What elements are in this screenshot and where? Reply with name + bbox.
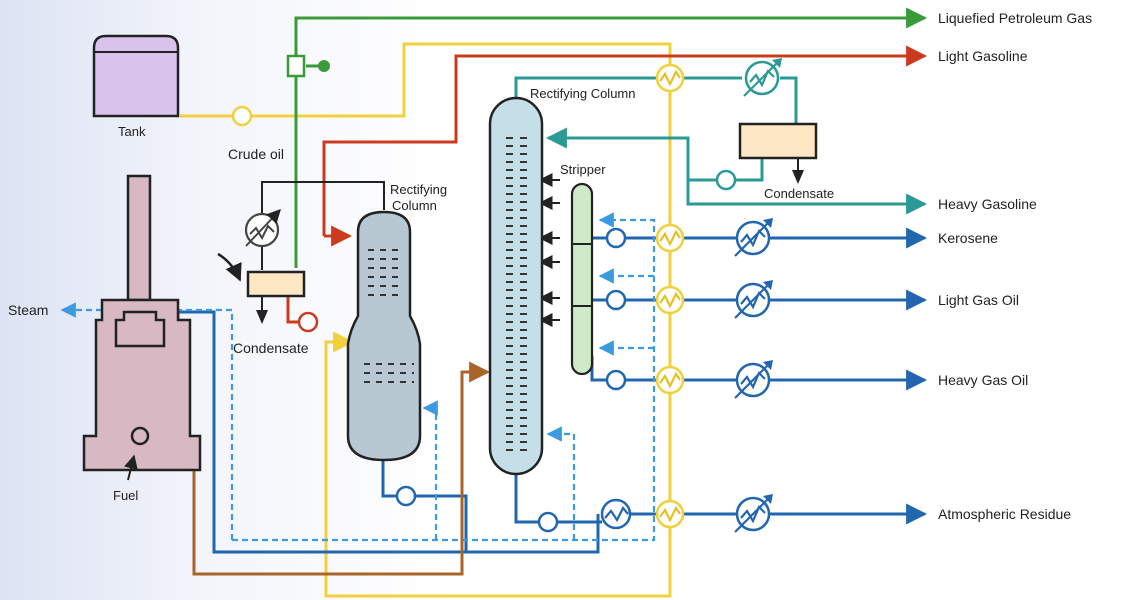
product-label-heavy-gasoline: Heavy Gasoline — [938, 196, 1037, 212]
pre-flash-label-1: Rectifying — [390, 182, 447, 197]
steam-label: Steam — [8, 302, 48, 318]
pump-icon — [715, 169, 737, 191]
pump-icon — [231, 105, 253, 127]
cooler-icon — [734, 280, 773, 319]
crude-oil-label: Crude oil — [228, 146, 284, 162]
heat-exchanger-icon — [655, 223, 685, 253]
condensate-left-label: Condensate — [233, 340, 309, 356]
transfer-line — [192, 361, 491, 576]
pressure-valve — [286, 54, 330, 78]
main-column — [488, 96, 544, 476]
heat-exchanger-icon — [655, 499, 685, 529]
crude-tank — [92, 34, 180, 118]
heat-exchanger-icon — [655, 365, 685, 395]
stripper-label: Stripper — [560, 162, 606, 177]
pump-icon — [395, 485, 417, 507]
pumps — [231, 105, 737, 533]
overhead-drum-right — [738, 122, 818, 184]
product-label-light-gas-oil: Light Gas Oil — [938, 292, 1019, 308]
heat-exchanger-icon — [655, 63, 685, 93]
pump-icon — [537, 511, 559, 533]
pump-icon — [297, 311, 319, 333]
feed-arrow — [217, 252, 242, 282]
pump-icon — [605, 289, 627, 311]
pump-icon — [605, 369, 627, 391]
crude-preheat-exchangers — [655, 63, 685, 529]
heavy-gasoline-pipe — [514, 76, 928, 215]
stripper-return-arrows — [538, 173, 560, 327]
overhead-exchanger-left — [244, 208, 281, 248]
side-draw-pipes — [590, 227, 928, 391]
stripper-column — [570, 182, 594, 376]
product-label-heavy-gas-oil: Heavy Gas Oil — [938, 372, 1028, 388]
pre-flash-label-2: Column — [392, 198, 437, 213]
cooler-icon — [734, 360, 773, 399]
residue-exchanger — [600, 498, 632, 530]
product-coolers — [734, 58, 782, 533]
fuel-label: Fuel — [113, 488, 138, 503]
cooler-icon — [743, 58, 782, 97]
main-column-label: Rectifying Column — [530, 86, 636, 101]
product-label-lpg: Liquefied Petroleum Gas — [938, 10, 1092, 26]
tank-label: Tank — [118, 124, 146, 139]
light-gasoline-pipe — [286, 45, 928, 324]
pre-flash-column — [346, 210, 422, 462]
column-trays — [364, 137, 527, 451]
condensate-right-label: Condensate — [764, 186, 834, 201]
pump-icon — [605, 227, 627, 249]
fuel-arrow — [124, 454, 138, 481]
furnace — [82, 174, 202, 472]
product-label-light-gasoline: Light Gasoline — [938, 48, 1028, 64]
overhead-vapor-pipe — [261, 181, 385, 270]
overhead-drum-left — [246, 270, 306, 324]
heat-exchanger-icon — [655, 285, 685, 315]
product-label-atmospheric-residue: Atmospheric Residue — [938, 506, 1071, 522]
cooler-icon — [734, 494, 773, 533]
cooler-icon — [734, 218, 773, 257]
product-label-kerosene: Kerosene — [938, 230, 998, 246]
crude-oil-pipe — [180, 42, 672, 598]
